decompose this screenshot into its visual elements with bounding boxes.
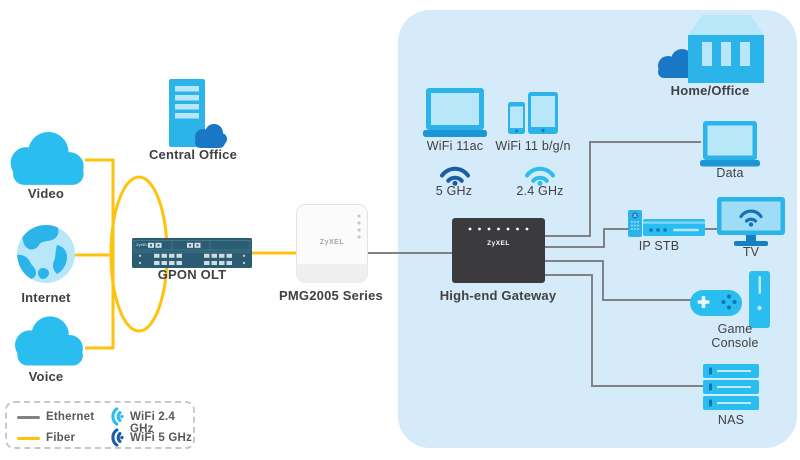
video-label: Video [27, 186, 65, 201]
remote-icon [628, 210, 642, 237]
game-console-icon [749, 271, 770, 328]
legend-wifi-5ghz-icon [111, 428, 124, 447]
gamepad-icon [690, 290, 742, 316]
eth-gateway-to-game [545, 260, 691, 301]
pmg2005-icon: ZyXEL [296, 204, 368, 283]
internet-globe-icon [17, 225, 75, 283]
tv-icon [717, 197, 785, 246]
central-office-label: Central Office [148, 147, 238, 162]
gateway-label: High-end Gateway [439, 288, 557, 303]
central-office-server-icon [169, 79, 205, 147]
fiber-line-swatch [17, 437, 40, 440]
central-office-cloud-icon [195, 124, 227, 148]
voice-cloud-icon [15, 316, 83, 366]
tv-label: TV [742, 245, 760, 259]
wifi-11ac-laptop-icon [423, 88, 487, 137]
voice-label: Voice [28, 369, 64, 384]
legend-wifi-24ghz-label: WiFi 2.4 GHz [130, 411, 175, 435]
data-label: Data [716, 166, 744, 180]
legend-ethernet-label: Ethernet [46, 411, 95, 423]
gpon-olt-label: GPON OLT [157, 267, 227, 282]
band-24ghz-label: 2.4 GHz [516, 184, 564, 198]
game-console-label: Game Console [711, 322, 759, 351]
gpon-olt-icon: ZyXEL [132, 238, 252, 268]
video-cloud-icon [10, 131, 84, 185]
legend-wifi-5ghz-label: WiFi 5 GHz [130, 432, 192, 444]
internet-label: Internet [21, 290, 71, 305]
gateway-brand: ZyXEL [487, 240, 510, 247]
fiber-service-bus [75, 158, 115, 350]
home-office-building-icon [688, 15, 764, 83]
legend-fiber-label: Fiber [46, 432, 76, 444]
wifi-24ghz-icon [525, 166, 555, 186]
data-laptop-icon [700, 121, 760, 167]
ip-stb-label: IP STB [638, 239, 680, 253]
nas-icon [703, 364, 759, 410]
wifi-5ghz-icon [440, 166, 470, 186]
gateway-icon: ZyXEL [452, 218, 545, 283]
wifi-11bgn-label: WiFi 11 b/g/n [495, 139, 571, 153]
eth-gateway-to-stb-tv [545, 228, 718, 248]
wifi-11ac-label: WiFi 11ac [426, 139, 484, 153]
set-top-box-icon [643, 219, 705, 236]
legend-wifi-24ghz-icon [111, 407, 124, 426]
pmg-brand: ZyXEL [320, 239, 345, 246]
olt-brand: ZyXEL [136, 243, 148, 247]
nas-label: NAS [717, 413, 745, 427]
pmg2005-label: PMG2005 Series [279, 288, 383, 303]
eth-gateway-to-nas [545, 274, 704, 387]
legend: Ethernet WiFi 2.4 GHz Fiber WiFi 5 GHz [5, 401, 195, 449]
phone-icon [508, 102, 525, 134]
ethernet-line-swatch [17, 416, 40, 419]
home-office-label: Home/Office [670, 83, 750, 98]
tablet-icon [528, 92, 558, 134]
band-5ghz-label: 5 GHz [435, 184, 473, 198]
eth-gateway-to-data [545, 141, 701, 237]
